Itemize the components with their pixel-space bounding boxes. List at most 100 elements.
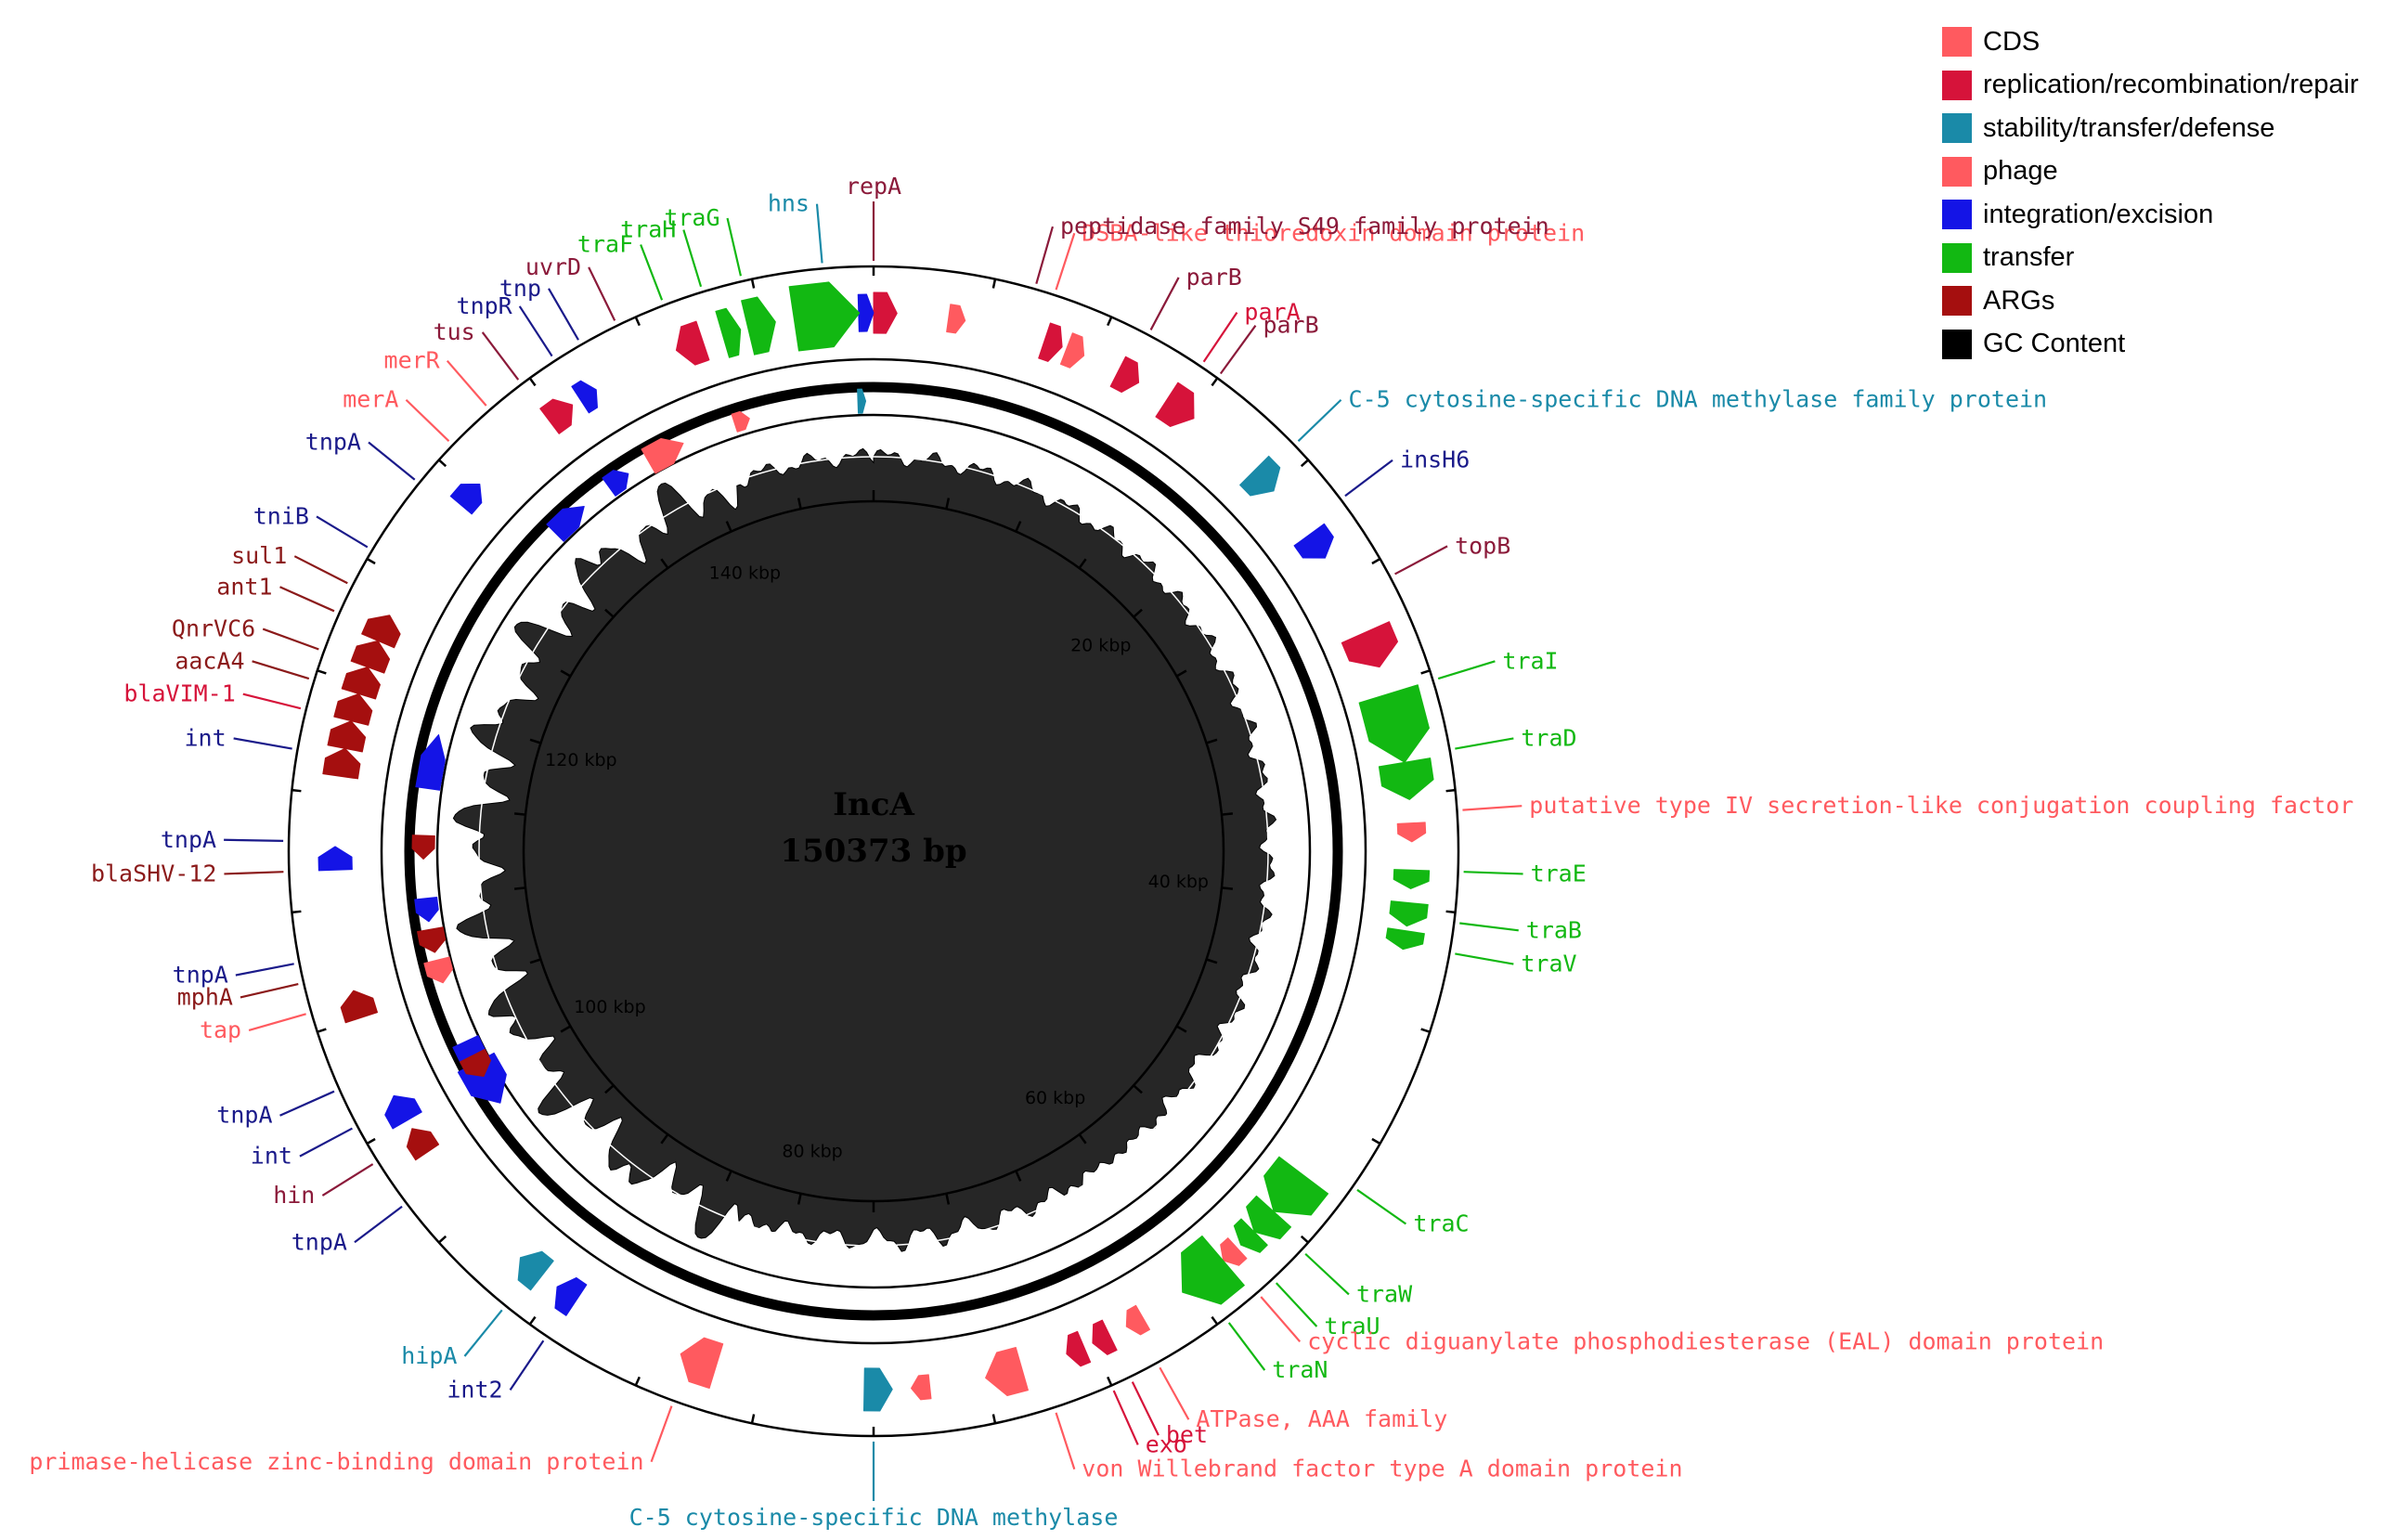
feature-arrow	[1059, 332, 1085, 369]
feature-leader-line	[1149, 277, 1180, 330]
feature-leader-line	[518, 305, 553, 357]
feature-label: tniB	[253, 502, 309, 529]
feature-label: C-5 cytosine-specific DNA methylase	[629, 1504, 1119, 1531]
feature-leader-line	[1112, 1390, 1139, 1445]
feature-leader-line	[1462, 805, 1522, 811]
feature-arrow	[417, 926, 447, 953]
scale-tick	[514, 812, 526, 816]
scale-tick	[560, 1025, 572, 1033]
feature-arrow	[873, 291, 898, 334]
feature-leader-line	[1437, 660, 1496, 680]
scale-label: 120 kbp	[545, 750, 616, 770]
feature-leader-line	[293, 555, 348, 585]
feature-label: tnpR	[457, 292, 513, 319]
feature-arrow	[731, 410, 750, 433]
feature-label: putative type IV secretion-like conjugat…	[1529, 792, 2353, 819]
scale-tick	[604, 608, 615, 618]
feature-label: topB	[1455, 532, 1510, 559]
feature-label: int	[251, 1143, 292, 1170]
feature-arrow	[1239, 455, 1281, 497]
legend-item: integration/excision	[1942, 193, 2359, 237]
scale-label: 100 kbp	[574, 997, 645, 1017]
scale-tick	[1175, 1025, 1187, 1033]
feature-arrow	[862, 1367, 893, 1412]
legend-label: phage	[1983, 156, 2058, 187]
feature-leader-line	[650, 1405, 673, 1463]
scale-label: 20 kbp	[1070, 636, 1131, 656]
feature-label: C-5 cytosine-specific DNA methylase fami…	[1349, 386, 2048, 413]
feature-arrow	[350, 640, 391, 674]
feature-leader-line	[368, 441, 416, 481]
feature-leader-line	[726, 217, 743, 277]
gc-baseline	[478, 456, 1269, 1247]
legend-swatch	[1942, 286, 1972, 317]
feature-label: cyclic diguanylate phosphodiesterase (EA…	[1307, 1327, 2104, 1354]
outer-tick	[1371, 1137, 1381, 1145]
feature-arrow	[1358, 684, 1430, 763]
outer-tick	[1420, 669, 1431, 675]
feature-leader-line	[1463, 871, 1523, 875]
feature-label: tnpA	[216, 1102, 272, 1129]
feature-label: hin	[273, 1182, 315, 1209]
feature-label: aacA4	[175, 647, 244, 674]
feature-label: hipA	[401, 1342, 457, 1369]
legend-item: transfer	[1942, 237, 2359, 280]
feature-arrow	[327, 720, 367, 753]
scale-tick	[1078, 1133, 1087, 1145]
feature-label: exo	[1146, 1430, 1187, 1457]
feature-track-ring	[380, 357, 1367, 1345]
feature-arrow	[539, 398, 574, 434]
scale-tick	[1133, 608, 1143, 618]
feature-leader-line	[588, 266, 616, 321]
feature-label: blaSHV-12	[91, 860, 216, 886]
outer-tick	[292, 788, 302, 793]
feature-leader-line	[1055, 1412, 1076, 1470]
feature-leader-line	[446, 359, 487, 407]
legend-label: ARGs	[1983, 285, 2055, 316]
feature-leader-line	[1459, 922, 1519, 932]
outer-tick	[750, 278, 756, 289]
feature-leader-line	[354, 1205, 403, 1244]
feature-leader-line	[1159, 1366, 1190, 1420]
feature-label: parA	[1244, 299, 1300, 326]
feature-leader-line	[405, 398, 450, 442]
feature-arrow	[406, 1128, 440, 1161]
feature-arrow	[857, 388, 867, 414]
outer-tick	[750, 1414, 756, 1424]
feature-leader-line	[1455, 737, 1514, 750]
feature-leader-line	[262, 628, 319, 651]
feature-leader-line	[509, 1339, 545, 1391]
feature-leader-line	[233, 737, 292, 750]
feature-arrow	[459, 1048, 492, 1077]
outer-tick	[528, 1315, 537, 1326]
feature-label: primase-helicase zinc-binding domain pro…	[29, 1448, 643, 1475]
feature-arrow	[1385, 927, 1425, 951]
feature-leader-line	[224, 838, 284, 843]
legend-label: transfer	[1983, 242, 2075, 273]
legend-item: stability/transfer/defense	[1942, 107, 2359, 150]
feature-label: int2	[447, 1376, 502, 1403]
feature-label: repA	[846, 173, 901, 200]
outer-tick	[1445, 788, 1456, 793]
scale-tick	[1206, 958, 1218, 964]
feature-arrow	[333, 692, 373, 726]
outer-tick	[437, 459, 447, 468]
feature-arrow	[985, 1346, 1029, 1397]
feature-label: ATPase, AAA family	[1196, 1405, 1447, 1432]
feature-label: insH6	[1400, 446, 1470, 473]
feature-label: blaVIM-1	[123, 680, 235, 707]
feature-label: tap	[200, 1016, 241, 1043]
feature-arrow	[788, 281, 861, 352]
legend-label: stability/transfer/defense	[1983, 112, 2275, 143]
scale-label: 140 kbp	[709, 563, 781, 584]
feature-arrow	[1378, 757, 1434, 800]
outer-tick	[317, 669, 327, 675]
feature-leader-line	[235, 963, 294, 977]
feature-label: parB	[1263, 312, 1318, 339]
legend-swatch	[1942, 70, 1972, 100]
feature-label: traF	[577, 230, 633, 257]
plasmid-name: IncA	[833, 786, 914, 823]
